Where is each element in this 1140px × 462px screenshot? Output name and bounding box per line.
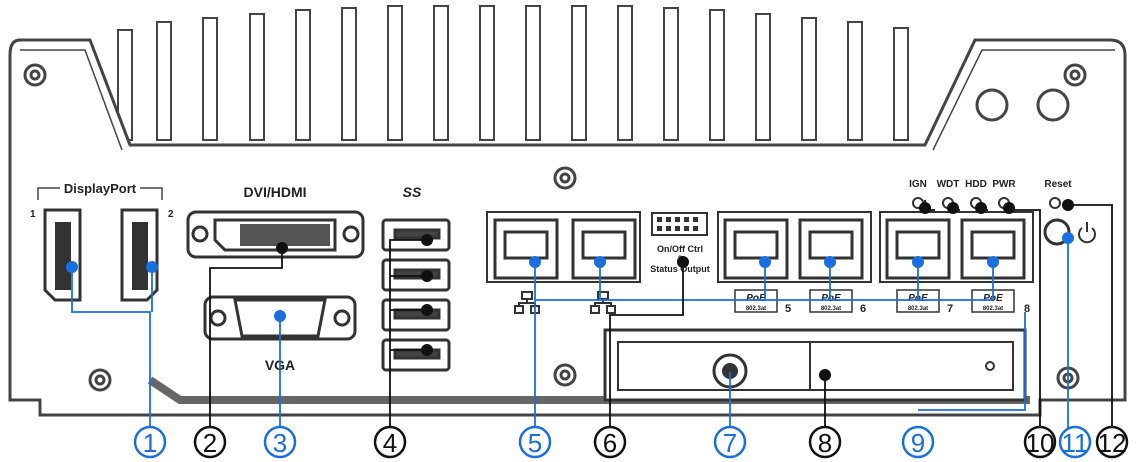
poe-badge-sub: 802.3at [821,306,841,312]
dvi-port [188,212,363,257]
dvi-hdmi-label: DVI/HDMI [244,184,307,200]
callout-6: 6 [603,428,617,458]
poe-port-number-5: 5 [785,303,791,315]
callout-7: 7 [723,428,737,458]
dp-port-number-1: 1 [30,209,36,220]
drive-tray [605,330,1025,400]
callout-8: 8 [818,428,832,458]
callout-2: 2 [203,428,217,458]
poe-badge-sub: 802.3at [908,306,928,312]
poe-badge-label: PoE [746,293,766,304]
callout-12: 12 [1098,428,1127,458]
usb3-logo: SS [403,184,422,200]
led-label-wdt: WDT [937,179,960,190]
displayport-1 [45,210,80,300]
callout-4: 4 [383,428,397,458]
reset-label: Reset [1044,179,1072,190]
dp-port-number-2: 2 [168,209,174,220]
reset-button [1050,198,1060,208]
callout-10: 10 [1026,428,1055,458]
led-label-pwr: PWR [992,179,1016,190]
heatsink-fins [118,6,908,140]
poe-badge-sub: 802.3at [983,306,1003,312]
poe-badge-label: PoE [821,293,841,304]
onoff-terminal [652,213,707,235]
poe-port-number-7: 7 [947,303,953,315]
callout-9: 9 [911,428,925,458]
poe-port-number-6: 6 [860,303,866,315]
led-label-ign: IGN [909,179,927,190]
callout-3: 3 [273,428,287,458]
displayport-label: DisplayPort [64,181,137,196]
callout-1: 1 [143,428,157,458]
callout-5: 5 [528,428,542,458]
led-label-hdd: HDD [965,179,987,190]
onoff-label-1: On/Off Ctrl [657,244,703,254]
rj45-ports [495,220,1024,278]
callout-11: 11 [1062,428,1089,458]
poe-badge-sub: 802.3at [746,306,766,312]
